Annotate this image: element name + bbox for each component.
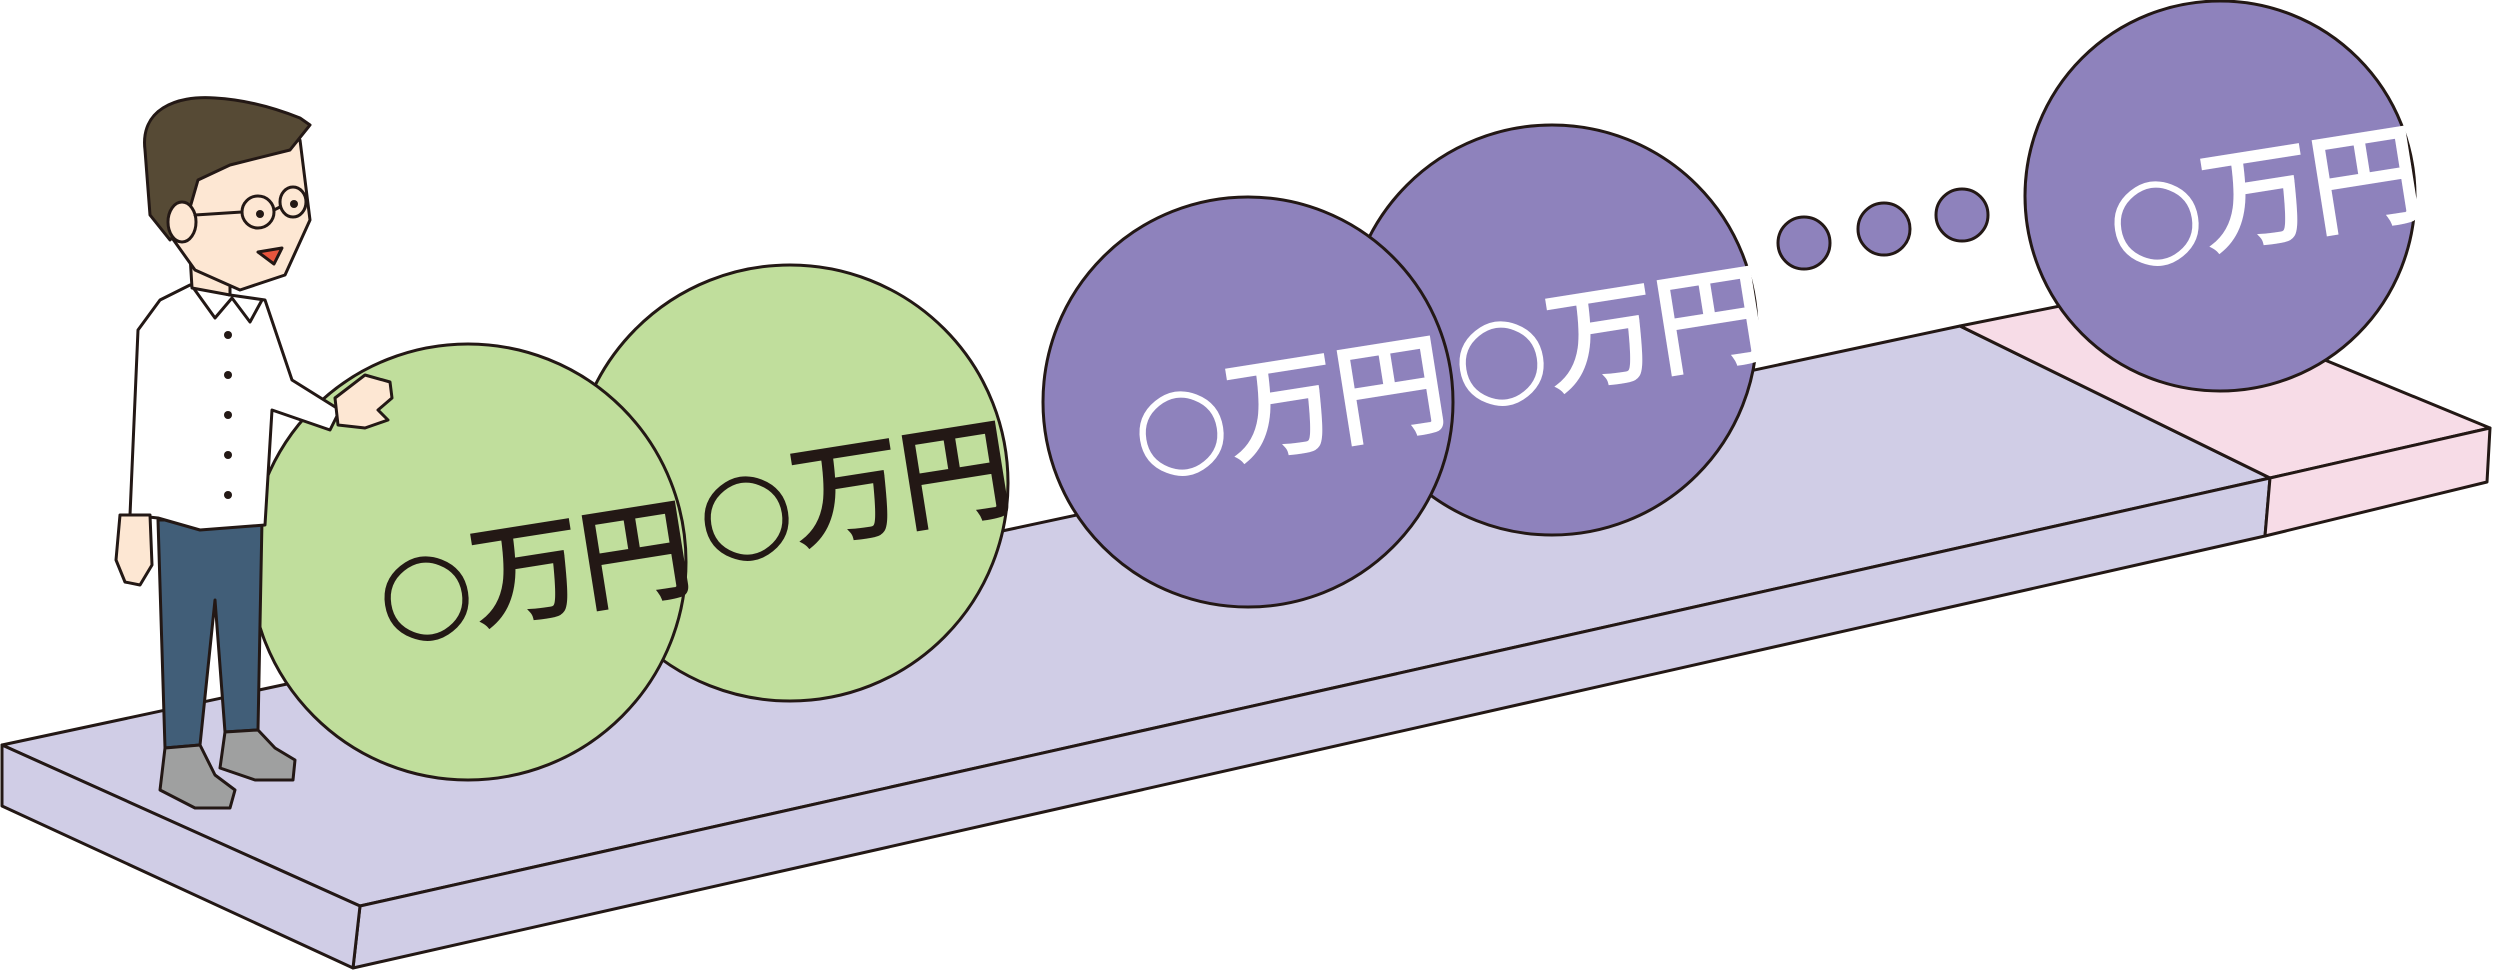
ball-5: ○万円 <box>2023 0 2430 393</box>
money-ball <box>2023 0 2417 393</box>
mouth <box>256 246 284 266</box>
left-hand <box>114 513 154 587</box>
ellipsis-dot <box>1776 215 1832 271</box>
ellipsis-dot <box>1934 187 1990 243</box>
glasses-icon <box>193 185 308 230</box>
collar <box>190 284 264 324</box>
money-ball <box>1041 195 1455 609</box>
ball-3: ○万円 <box>1041 195 1455 609</box>
ellipsis-dot <box>1856 201 1912 257</box>
right-hand <box>333 373 394 430</box>
ear <box>166 200 198 244</box>
man-character <box>114 96 394 810</box>
shirt-buttons <box>224 331 232 499</box>
platform-left-face <box>0 743 362 970</box>
ellipsis <box>1776 187 1990 271</box>
eye <box>256 210 264 218</box>
ball-1: ○万円 <box>248 342 700 782</box>
eye <box>290 200 298 208</box>
shirt <box>128 283 342 532</box>
platform-end-front <box>2263 426 2492 538</box>
right-shoe <box>218 728 297 782</box>
left-shoe <box>158 743 237 810</box>
